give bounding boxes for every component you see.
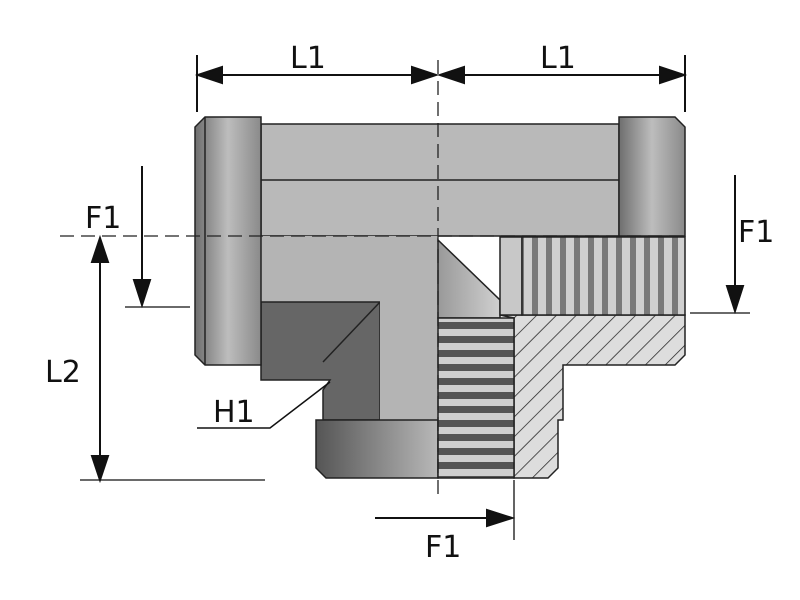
stem [380, 236, 438, 420]
right-flange [618, 116, 686, 237]
dimension-label-h1: H1 [213, 395, 255, 430]
bottom-flange [315, 419, 439, 479]
dimension-label-l2: L2 [45, 355, 81, 390]
center-lines [60, 60, 685, 500]
drill-cone [437, 238, 501, 319]
side-port-bore [499, 236, 523, 316]
dimension-label-f1-right: F1 [738, 215, 774, 250]
dimension-lines [80, 55, 750, 540]
h1-recess [260, 301, 381, 421]
dimension-label-l1-left: L1 [290, 41, 326, 76]
dimension-label-l1-right: L1 [540, 41, 576, 76]
dimension-label-f1-left: F1 [85, 201, 121, 236]
side-port-thread [521, 236, 686, 316]
dimension-label-f1-bottom: F1 [425, 530, 461, 565]
bottom-port-thread [437, 317, 515, 479]
fitting-body [194, 116, 686, 479]
hatched-section [499, 314, 686, 479]
